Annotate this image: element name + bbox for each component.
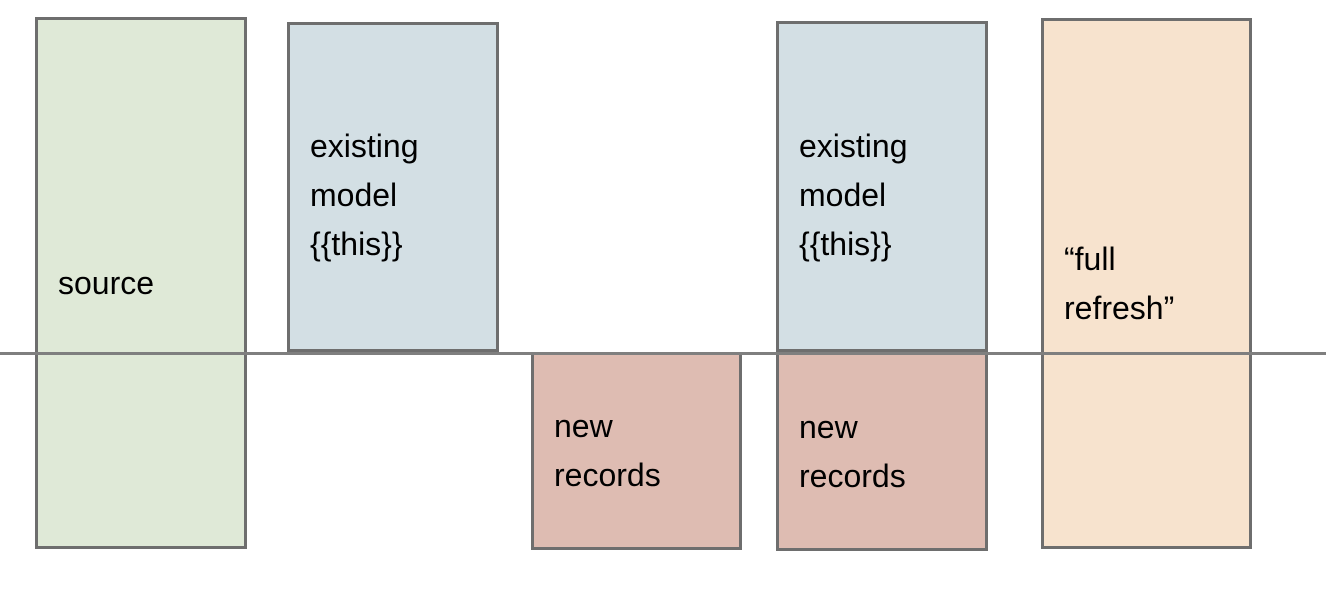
box-existing-model-2[interactable]: existing model {{this}} xyxy=(776,21,988,352)
box-existing-model-1-label: existing model {{this}} xyxy=(310,128,419,262)
box-new-records-1-label: new records xyxy=(554,408,661,493)
box-source[interactable]: source xyxy=(35,17,247,549)
box-new-records-2-label: new records xyxy=(799,408,906,494)
box-existing-model-2-label: existing model {{this}} xyxy=(799,128,908,262)
box-full-refresh[interactable]: “full refresh” xyxy=(1041,18,1252,549)
horizontal-divider-line xyxy=(0,352,1326,355)
box-existing-model-1[interactable]: existing model {{this}} xyxy=(287,22,499,352)
box-new-records-2[interactable]: new records xyxy=(776,352,988,551)
box-source-label: source xyxy=(58,264,155,301)
box-full-refresh-label: “full refresh” xyxy=(1064,240,1175,326)
box-new-records-1[interactable]: new records xyxy=(531,352,742,550)
